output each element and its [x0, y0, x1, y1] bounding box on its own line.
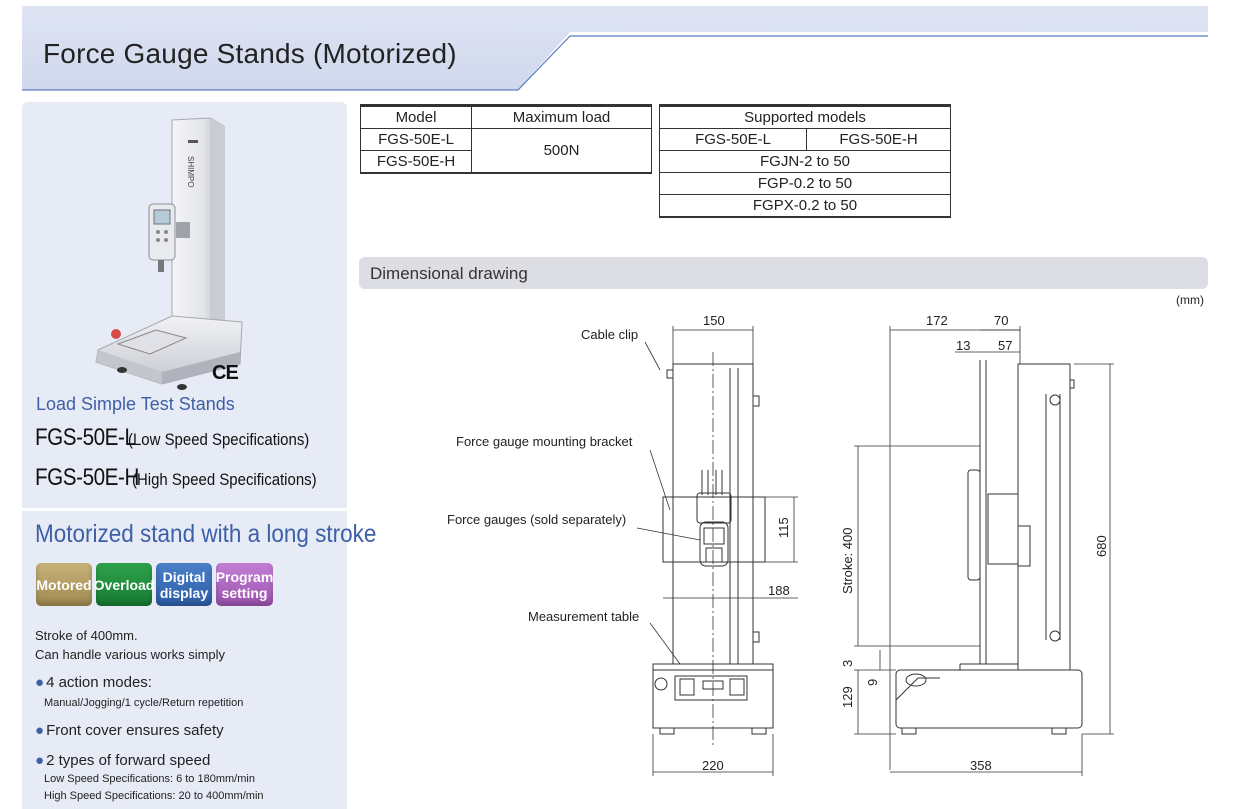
drawing-labels: Cable clip Force gauge mounting bracket …: [447, 313, 1109, 773]
model-line-low: FGS-50E-L (Low Speed Specifications): [35, 424, 334, 452]
header-band-shape: [22, 6, 1208, 91]
dim-front-table-width: 188: [768, 583, 790, 598]
stroke-description: Stroke of 400mm.: [35, 628, 138, 643]
supported-models-table: Supported models FGS-50E-L FGS-50E-H FGJ…: [659, 104, 951, 218]
table-cell: FGS-50E-H: [360, 150, 472, 174]
model-line-high: FGS-50E-H (High Speed Specifications): [35, 464, 342, 492]
product-photo: SHIMPO: [95, 117, 243, 390]
dim-side-small-b: 57: [998, 338, 1012, 353]
label-gauges: Force gauges (sold separately): [447, 512, 626, 527]
feature-detail: High Speed Specifications: 20 to 400mm/m…: [44, 790, 264, 802]
front-view: [652, 352, 774, 748]
bullet-icon: ●: [35, 752, 45, 769]
model-spec: (Low Speed Specifications): [127, 430, 310, 449]
table-row: FGPX-0.2 to 50: [659, 194, 951, 218]
panel-divider: [22, 508, 347, 511]
section-title: Dimensional drawing: [370, 264, 528, 283]
model-spec: (High Speed Specifications): [131, 470, 317, 489]
feature-detail: Manual/Jogging/1 cycle/Return repetition: [44, 697, 244, 709]
model-code: FGS-50E-L: [35, 424, 136, 451]
dim-side-table-thick: 9: [865, 679, 880, 686]
header-band: Force Gauge Stands (Motorized): [22, 6, 1208, 92]
photo-brand-text: SHIMPO: [186, 156, 195, 188]
dim-front-top-width: 150: [703, 313, 725, 328]
dim-front-base-width: 220: [702, 758, 724, 773]
table-cell: FGS-50E-L: [659, 128, 807, 151]
table-cell-max-load: 500N: [471, 128, 652, 174]
dimension-lines: [636, 326, 1114, 776]
unit-label: (mm): [1176, 293, 1204, 307]
label-table: Measurement table: [528, 609, 639, 624]
feature-front-cover: ●Front cover ensures safety: [35, 722, 224, 739]
feature-action-modes: ●4 action modes:: [35, 674, 152, 691]
label-cable-clip: Cable clip: [581, 327, 638, 342]
table-header: Maximum load: [471, 105, 652, 129]
dim-side-depth: 172: [926, 313, 948, 328]
table-cell: FGS-50E-L: [360, 128, 472, 151]
label-stroke: Stroke: 400: [840, 528, 855, 595]
ce-mark: CE: [212, 362, 239, 384]
section-bar: Dimensional drawing: [359, 257, 1208, 289]
table-header: Model: [360, 105, 472, 129]
product-category: Load Simple Test Stands: [36, 394, 235, 414]
table-cell: FGS-50E-H: [806, 128, 951, 151]
bullet-icon: ●: [35, 674, 45, 691]
bullet-icon: ●: [35, 722, 45, 739]
dim-front-bracket-height: 115: [776, 517, 791, 538]
dim-side-gap: 3: [840, 660, 855, 667]
model-code: FGS-50E-H: [35, 464, 139, 491]
table-row: FGJN-2 to 50: [659, 150, 951, 173]
dim-side-column: 70: [994, 313, 1008, 328]
product-panel: SHIMPO CE Load Simple Test Stands FGS-50…: [22, 102, 376, 809]
dim-side-small-a: 13: [956, 338, 970, 353]
dim-side-height: 680: [1094, 535, 1109, 557]
feature-detail: Low Speed Specifications: 6 to 180mm/min: [44, 773, 255, 785]
stroke-description-2: Can handle various works simply: [35, 647, 226, 662]
dim-side-total-depth: 358: [970, 758, 992, 773]
feature-forward-speed: ●2 types of forward speed: [35, 752, 211, 769]
table-row: FGP-0.2 to 50: [659, 172, 951, 195]
badge-overload: Overload: [94, 563, 154, 606]
table-header: Supported models: [659, 105, 951, 129]
page-title: Force Gauge Stands (Motorized): [43, 38, 457, 69]
model-table: Model Maximum load FGS-50E-L 500N FGS-50…: [360, 104, 652, 174]
badge-motored: Motored: [36, 563, 92, 606]
headline: Motorized stand with a long stroke: [35, 520, 377, 548]
side-view: [895, 360, 1083, 735]
label-bracket: Force gauge mounting bracket: [456, 434, 633, 449]
dim-side-base-height: 129: [840, 686, 855, 708]
